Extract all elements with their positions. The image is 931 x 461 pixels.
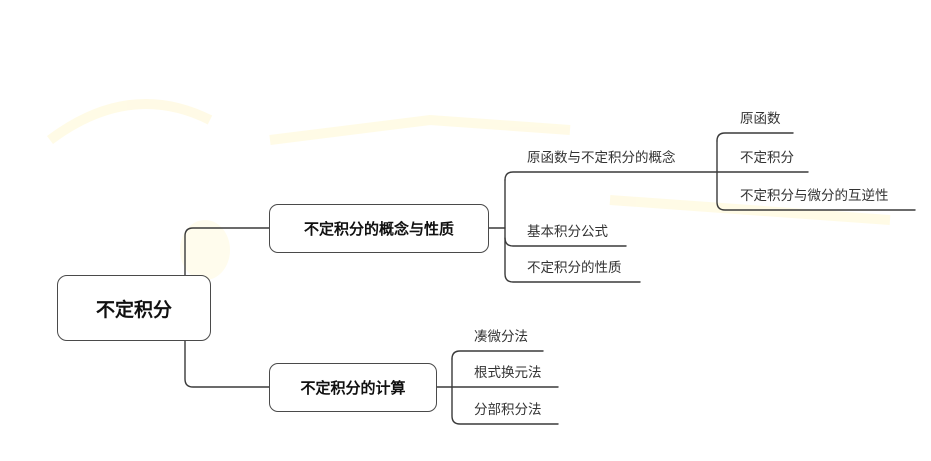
branch-node-computation[interactable]: 不定积分的计算 <box>269 363 437 412</box>
topic-integral-differential-inverse[interactable]: 不定积分与微分的互逆性 <box>740 188 889 204</box>
topic-indefinite-integral[interactable]: 不定积分 <box>740 150 794 166</box>
topic-basic-integral-formulas[interactable]: 基本积分公式 <box>527 224 608 240</box>
topic-integral-properties[interactable]: 不定积分的性质 <box>527 260 622 276</box>
topic-antiderivative[interactable]: 原函数 <box>740 111 781 127</box>
topic-integration-by-parts[interactable]: 分部积分法 <box>474 402 542 418</box>
branch-node-label: 不定积分的计算 <box>300 379 406 397</box>
branch-node-label: 不定积分的概念与性质 <box>303 220 454 238</box>
root-node[interactable]: 不定积分 <box>57 275 211 341</box>
topic-antiderivative-concept[interactable]: 原函数与不定积分的概念 <box>527 150 676 166</box>
connector-root-branch1 <box>184 227 270 276</box>
branch-node-concept-and-properties[interactable]: 不定积分的概念与性质 <box>269 204 489 253</box>
root-node-label: 不定积分 <box>95 298 172 321</box>
topic-radical-substitution[interactable]: 根式换元法 <box>474 365 542 381</box>
topic-differential-substitution[interactable]: 凑微分法 <box>474 329 528 345</box>
connector-root-branch2 <box>184 340 270 388</box>
